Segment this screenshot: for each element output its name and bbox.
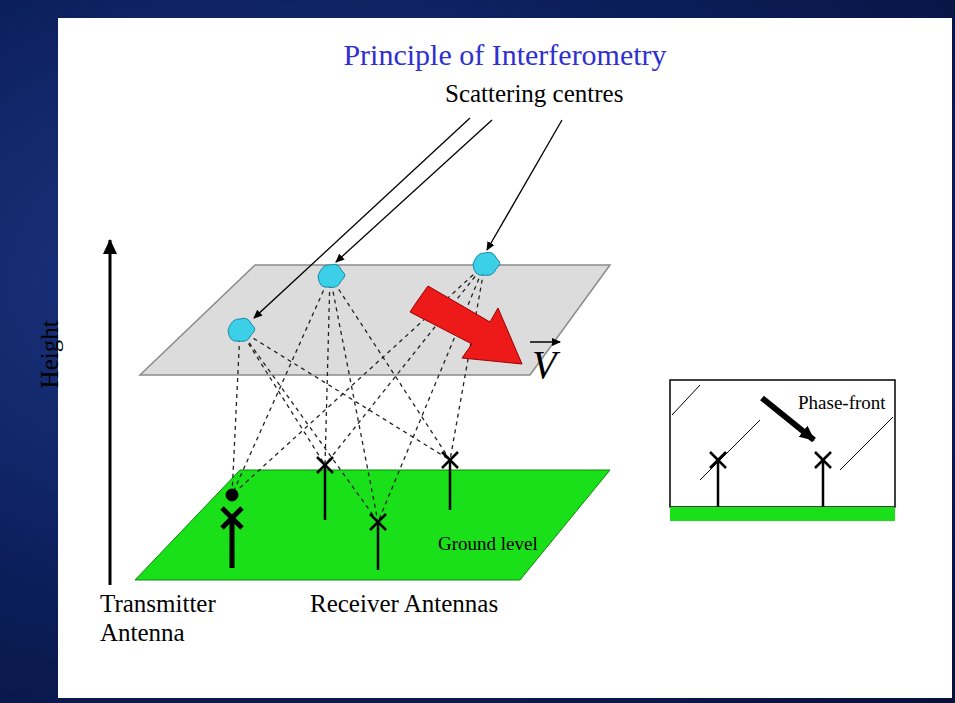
ground-plane <box>135 470 610 580</box>
title: Principle of Interferometry <box>343 38 666 73</box>
antenna-label: Receiver Antennas <box>310 590 498 619</box>
leader-arrows <box>254 118 562 318</box>
antenna-label: Transmitter Antenna <box>100 590 250 648</box>
phase-front-inset <box>670 380 895 521</box>
axis-label: Height <box>36 320 65 388</box>
transmitter-antenna <box>222 489 242 568</box>
region-label: Ground level <box>438 533 538 555</box>
inset-box: Phase-front <box>670 380 895 507</box>
receiver-antenna <box>317 452 458 570</box>
vector-label: V <box>532 342 556 388</box>
inset-label: Phase-front <box>798 392 886 414</box>
height-axis <box>109 240 112 585</box>
callout-label: Scattering centres <box>445 80 623 109</box>
velocity-arrow <box>410 286 522 364</box>
